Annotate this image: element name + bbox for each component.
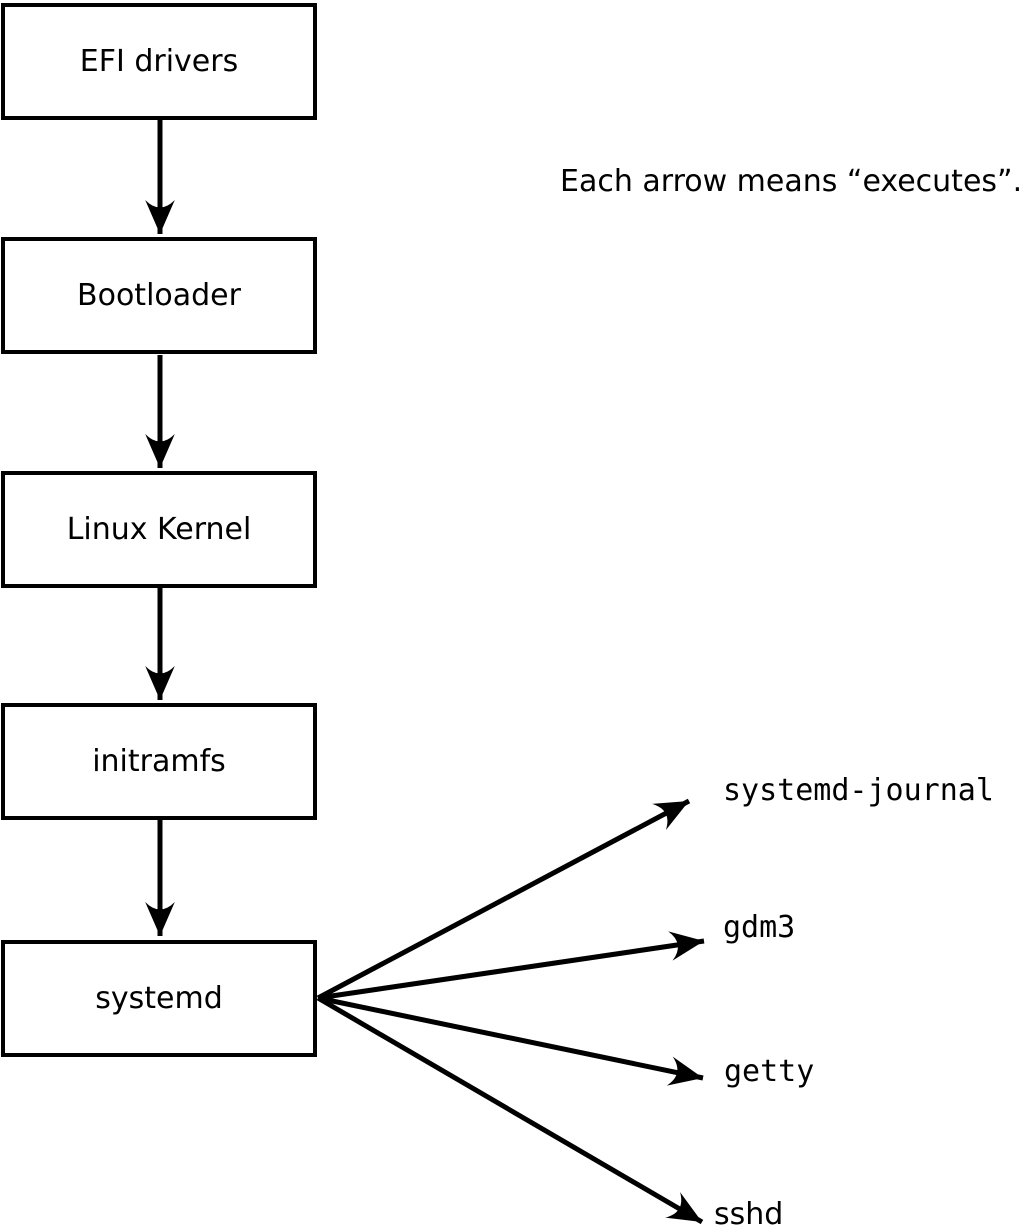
arrow-systemd-to-journal [316, 798, 691, 1001]
box-systemd-label: systemd [95, 980, 223, 1016]
box-efi-drivers: EFI drivers [1, 3, 317, 120]
service-label-sshd: sshd [714, 1197, 784, 1230]
box-linux-kernel-label: Linux Kernel [66, 511, 252, 547]
arrow-systemd-to-sshd [316, 995, 704, 1225]
box-initramfs: initramfs [1, 703, 317, 820]
arrow-meaning-note: Each arrow means “executes”. [560, 164, 1023, 199]
box-systemd: systemd [1, 940, 317, 1057]
box-linux-kernel: Linux Kernel [1, 471, 317, 588]
arrow-systemd-to-getty [317, 995, 704, 1086]
service-label-gdm3: gdm3 [723, 910, 796, 945]
box-bootloader-label: Bootloader [77, 277, 241, 313]
service-label-getty: getty [724, 1054, 815, 1089]
box-bootloader: Bootloader [1, 237, 317, 354]
box-initramfs-label: initramfs [92, 743, 226, 779]
arrow-systemd-to-gdm3 [317, 931, 705, 1001]
service-label-systemd-journal: systemd-journal [723, 773, 994, 808]
box-efi-drivers-label: EFI drivers [79, 43, 239, 79]
